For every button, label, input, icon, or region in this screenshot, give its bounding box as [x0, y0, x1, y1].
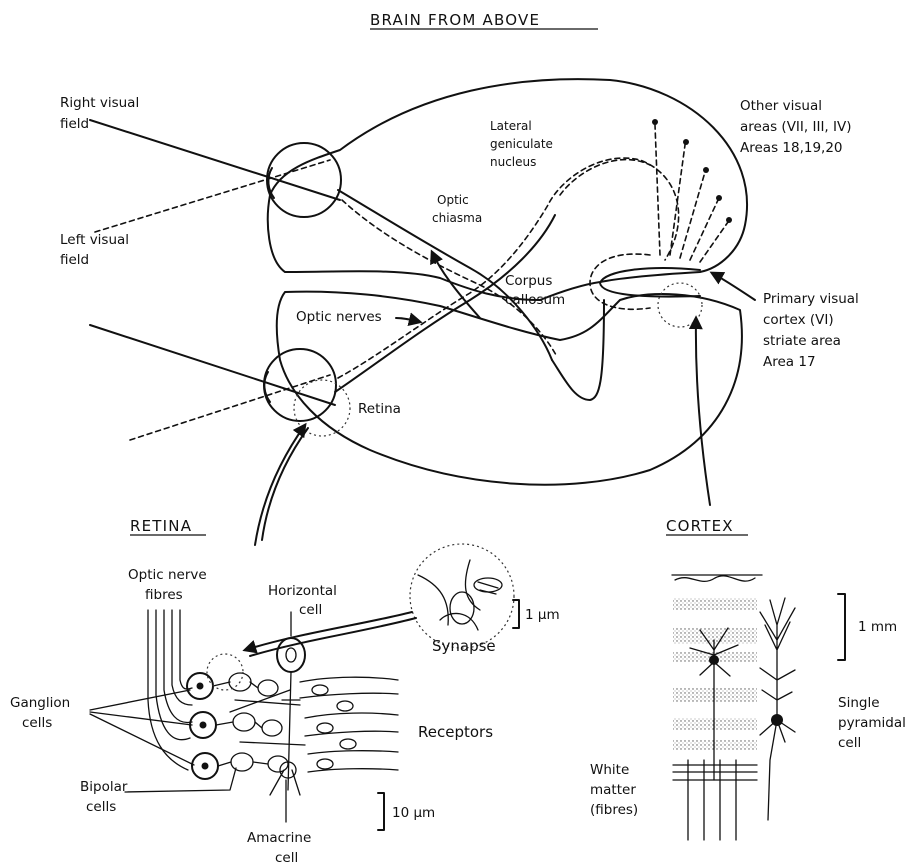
corpus-callosum-label-2: callosum: [505, 292, 565, 308]
single-pyramidal-label-3: cell: [838, 735, 861, 751]
synapse-zoom-arrow: [245, 612, 412, 650]
cortical-layers: [672, 575, 762, 840]
synapse-zoom-arrow-double: [250, 618, 416, 656]
layer-pyramidal-cell: [690, 628, 738, 780]
cortex-scale-label: 1 mm: [858, 619, 897, 635]
other-visual-label-3: Areas 18,19,20: [740, 140, 843, 156]
extrastriate-fibres: [652, 119, 732, 262]
lgn-label-3: nucleus: [490, 155, 536, 169]
retina-scale-bar: [378, 793, 384, 830]
left-visual-field-label-2: field: [60, 252, 89, 268]
lgn-dashed-loop: [560, 160, 650, 195]
optic-nerve-fibres-label-2: fibres: [145, 587, 183, 603]
right-field-ray-lower: [90, 325, 335, 405]
bipolar-pointer-line: [125, 768, 236, 792]
right-visual-field-label-2: field: [60, 116, 89, 132]
synapse-inset: [410, 544, 514, 648]
retina-title: RETINA: [130, 517, 192, 535]
primary-visual-label-3: striate area: [763, 333, 841, 349]
synapse-scale-label: 1 μm: [525, 607, 560, 623]
ganglion-pointer-lines: [90, 690, 194, 765]
left-visual-field-label-1: Left visual: [60, 232, 129, 248]
brain-section: BRAIN FROM ABOVE: [60, 11, 859, 545]
optic-radiation-lower: [552, 300, 604, 400]
ganglion-cells-label-1: Ganglion: [10, 695, 70, 711]
optic-path-dashed-2: [338, 158, 679, 378]
ganglion-cells: [187, 673, 218, 779]
bipolar-cells-label-2: cells: [86, 799, 116, 815]
amacrine-cell-label-2: cell: [275, 850, 298, 866]
optic-nerves-label: Optic nerves: [296, 309, 382, 325]
left-field-ray-lower: [130, 375, 330, 440]
chiasma-label-1: Optic: [437, 193, 469, 207]
primary-visual-label-2: cortex (VI): [763, 312, 834, 328]
lgn-label-1: Lateral: [490, 119, 532, 133]
optic-nerve-fibres-label-1: Optic nerve: [128, 567, 207, 583]
primary-visual-label-4: Area 17: [763, 354, 816, 370]
left-field-ray-upper: [95, 160, 330, 232]
chiasma-label-2: chiasma: [432, 211, 482, 225]
primary-visual-label-1: Primary visual: [763, 291, 859, 307]
right-visual-field-label-1: Right visual: [60, 95, 139, 111]
retina-label: Retina: [358, 401, 401, 417]
right-field-ray-upper: [90, 120, 340, 200]
retina-section: RETINA: [10, 517, 560, 866]
horizontal-cell-label-1: Horizontal: [268, 583, 337, 599]
white-matter-label-2: matter: [590, 782, 636, 798]
receptors: [300, 677, 398, 772]
cortex-title: CORTEX: [666, 517, 734, 535]
cortex-section: CORTEX 1 mm: [590, 517, 906, 840]
amacrine-cell: [270, 762, 300, 795]
cortex-zoom-arrow: [696, 318, 710, 505]
horizontal-cell-label-2: cell: [299, 602, 322, 618]
primary-cortex-pointer-arrow: [712, 273, 755, 300]
receptors-label: Receptors: [418, 723, 493, 741]
corpus-callosum-label-1: Corpus: [505, 273, 552, 289]
other-visual-label-1: Other visual: [740, 98, 822, 114]
cortex-scale-bar: [838, 594, 845, 660]
white-matter-label-3: (fibres): [590, 802, 638, 818]
single-pyramidal-label-1: Single: [838, 695, 880, 711]
synapse-scale-bar: [513, 600, 519, 628]
retina-zoom-arrow-double: [262, 428, 308, 540]
single-pyramidal-cell: [760, 598, 795, 820]
optic-nerves-pointer-arrow: [396, 318, 420, 322]
single-pyramidal-label-2: pyramidal: [838, 715, 906, 731]
brain-title: BRAIN FROM ABOVE: [370, 11, 540, 29]
amacrine-cell-label-1: Amacrine: [247, 830, 311, 846]
lgn-label-2: geniculate: [490, 137, 553, 151]
synapse-label: Synapse: [432, 637, 496, 655]
bipolar-cells-label-1: Bipolar: [80, 779, 128, 795]
ganglion-cells-label-2: cells: [22, 715, 52, 731]
retina-scale-label: 10 μm: [392, 805, 435, 821]
other-visual-label-2: areas (VII, III, IV): [740, 119, 852, 135]
white-matter-label-1: White: [590, 762, 629, 778]
